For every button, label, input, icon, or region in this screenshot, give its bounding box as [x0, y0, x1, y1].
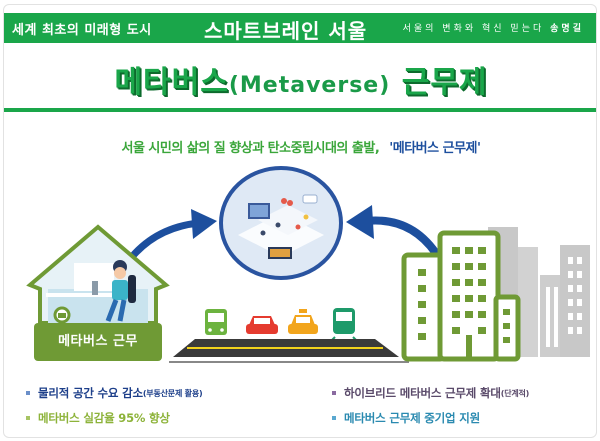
list-item: 하이브리드 메타버스 근무제 확대(단계적) [332, 385, 529, 401]
bullet-icon [332, 391, 336, 395]
car-icon [246, 316, 278, 334]
bus-icon [205, 309, 227, 335]
bullet-icon [26, 416, 30, 420]
title-divider [4, 108, 596, 112]
right-slogan-text: 서울의 변화와 혁신 믿는다 [402, 24, 545, 34]
bullet-note: (단계적) [500, 388, 530, 398]
list-item: 메타버스 근무제 중기업 지원 [332, 410, 480, 426]
list-item: 메타버스 실감율 95% 향상 [26, 410, 170, 426]
home-work-illustration: 메타버스 근무 [24, 223, 172, 363]
benefit-list: 물리적 공간 수요 감소(부동산문제 활용) 메타버스 실감율 95% 향상 하… [4, 377, 596, 437]
page-title: 메타버스(Metaverse) 근무제 [4, 57, 596, 101]
city-buildings-illustration [400, 227, 596, 371]
house-label: 메타버스 근무 [58, 334, 138, 349]
bullet-text: 메타버스 근무제 중기업 지원 [344, 411, 480, 425]
bullet-icon [26, 391, 30, 395]
bullet-note: (부동산문제 활용) [142, 388, 203, 398]
header-left-slogan: 세계 최초의 미래형 도시 [12, 23, 152, 38]
bullet-text: 메타버스 실감율 95% 향상 [38, 411, 170, 425]
subtitle-highlight: '메타버스 근무제' [389, 141, 481, 156]
train-icon [330, 308, 358, 342]
title-latin: (Metaverse) [228, 73, 391, 98]
bullet-icon [332, 416, 336, 420]
list-item: 물리적 공간 수요 감소(부동산문제 활용) [26, 385, 203, 401]
header-bar: 세계 최초의 미래형 도시 스마트브레인 서울 서울의 변화와 혁신 믿는다 송… [4, 13, 596, 43]
transport-illustration [169, 303, 409, 369]
bullet-text: 하이브리드 메타버스 근무제 확대 [344, 386, 501, 400]
title-suffix: 근무제 [401, 65, 488, 100]
poster-frame: 세계 최초의 미래형 도시 스마트브레인 서울 서울의 변화와 혁신 믿는다 송… [3, 4, 597, 438]
bullet-text: 물리적 공간 수요 감소 [38, 386, 143, 400]
subtitle-text: 서울 시민의 삶의 질 향상과 탄소중립시대의 출발, [121, 141, 380, 156]
subtitle: 서울 시민의 삶의 질 향상과 탄소중립시대의 출발, '메타버스 근무제' [4, 137, 596, 156]
title-prefix: 메타버스 [114, 65, 229, 100]
taxi-icon [288, 309, 318, 334]
metaverse-globe-icon [218, 165, 344, 281]
author-name: 송명길 [550, 24, 584, 34]
header-right-slogan: 서울의 변화와 혁신 믿는다 송명길 [403, 21, 584, 34]
header-title: 스마트브레인 서울 [204, 19, 368, 43]
